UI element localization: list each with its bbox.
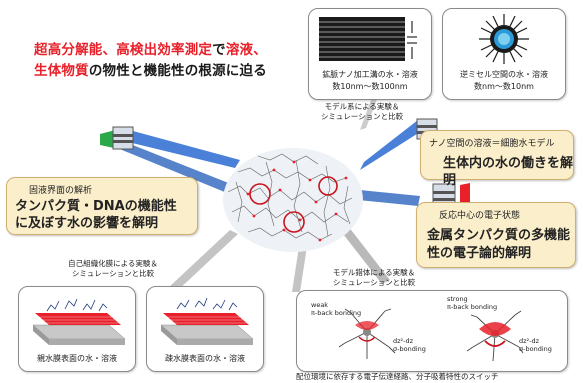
beam-bottom-left xyxy=(168,230,238,292)
panel-hydrophobic-surface: 疎水膜表面の水・溶液 xyxy=(146,286,264,372)
panel-micelle-caption-1: 逆ミセル空間の水・溶液 xyxy=(460,70,548,79)
detector-left-icon xyxy=(112,126,134,150)
strong-bonding-label-line2: π-back bonding xyxy=(447,303,498,311)
panel-hydrophobic-caption: 疎水膜表面の水・溶液 xyxy=(165,354,245,363)
title-emphasis-solution: 溶液、 xyxy=(225,42,267,58)
bubble-interface-subtitle: 固液界面の解析 xyxy=(29,186,93,196)
protein-water-cluster xyxy=(223,148,363,252)
title-emphasis-biomaterial: 生体物質 xyxy=(34,63,89,79)
beam-bottom-center xyxy=(292,240,308,292)
bubble-nano-solution: ナノ空間の溶液＝細胞水モデル 生体内の水の働きを解明 xyxy=(420,130,574,188)
beam-left-bottom xyxy=(120,140,236,195)
reverse-micelle-icon xyxy=(479,14,529,64)
label-model-complex-line1: モデル錯体による実験＆ xyxy=(332,268,416,277)
panel-nano-caption-1: 鉱脈ナノ加工溝の水・溶液 xyxy=(322,70,418,79)
bubble-electron-main-line2: 性の電子論的解明 xyxy=(427,246,532,261)
panel-nano-groove: 鉱脈ナノ加工溝の水・溶液 数10nm〜数100nm xyxy=(308,8,432,100)
strong-bonding-label: strong π-back bonding xyxy=(447,295,497,311)
weak-bonding-label-line2: π-back bonding xyxy=(311,309,362,317)
complex-weak-icon xyxy=(338,308,396,359)
panel-metal-complex: weak π-back bonding strong π-back bondin… xyxy=(296,290,568,372)
title-rest: の物性と機能性の根源に迫る xyxy=(88,63,267,79)
label-self-organized-line2: シミュレーションと比較 xyxy=(71,269,155,278)
bubble-electron-main-line1: 金属タンパク質の多機能 xyxy=(427,228,571,243)
label-model-simulation-line2: シミュレーションと比較 xyxy=(320,112,404,121)
weak-bonding-label: weak π-back bonding xyxy=(311,301,361,317)
hydrophobic-surface-icon xyxy=(160,297,254,345)
panel-reverse-micelle: 逆ミセル空間の水・溶液 数nm〜数10nm xyxy=(442,8,566,100)
title-particle: で xyxy=(212,42,226,58)
weak-bonding-label-line1: weak xyxy=(311,301,329,309)
panel-nano-caption-2: 数10nm〜数100nm xyxy=(332,82,408,91)
complex-strong-icon xyxy=(466,310,524,362)
title-emphasis-measurement: 超高分解能、高検出効率測定 xyxy=(34,42,213,58)
panel-micelle-caption-2: 数nm〜数10nm xyxy=(474,82,534,91)
beam-right-green xyxy=(460,183,470,207)
nano-groove-icon xyxy=(319,17,419,61)
page-title: 超高分解能、高検出効率測定で溶液、 生体物質の物性と機能性の根源に迫る xyxy=(34,40,304,82)
bubble-electron-subtitle: 反応中心の電子状態 xyxy=(439,211,521,221)
sigma-bonding-label-right: dz²-dz σ-bonding xyxy=(519,337,552,353)
panel-hydrophilic-surface: 親水膜表面の水・溶液 xyxy=(18,286,136,372)
sigma-bonding-left-line1: dz²-dz xyxy=(393,337,414,345)
beam-left-top xyxy=(120,128,240,168)
bubble-interface-main-line1: タンパク質・DNAの機能性 xyxy=(15,199,177,214)
hydrophilic-surface-icon xyxy=(32,298,126,345)
sigma-bonding-right-line1: dz²-dz xyxy=(519,337,540,345)
label-model-complex: モデル錯体による実験＆ シミュレーションと比較 xyxy=(314,268,434,288)
label-model-simulation-line1: モデル系による実験＆ xyxy=(324,102,400,111)
strong-bonding-label-line1: strong xyxy=(447,295,468,303)
bubble-nano-solution-subtitle: ナノ空間の溶液＝細胞水モデル xyxy=(429,139,555,149)
panel-metal-complex-caption: 配位環境に依存する電子伝達経路、分子吸着特性のスイッチ xyxy=(296,372,499,381)
bubble-nano-solution-main: 生体内の水の働きを解明 xyxy=(443,156,574,188)
label-self-organized-line1: 自己組織化膜による実験＆ xyxy=(68,259,158,268)
panel-hydrophilic-caption: 親水膜表面の水・溶液 xyxy=(37,354,117,363)
sigma-bonding-right-line2: σ-bonding xyxy=(519,345,552,353)
bubble-interface: 固液界面の解析 タンパク質・DNAの機能性 に及ぼす水の影響を解明 xyxy=(6,177,198,235)
beam-right-top xyxy=(360,120,420,170)
label-model-complex-line2: シミュレーションと比較 xyxy=(332,278,416,287)
beam-right-mid xyxy=(358,190,420,206)
bubble-electron-state: 反応中心の電子状態 金属タンパク質の多機能 性の電子論的解明 xyxy=(416,202,576,268)
sigma-bonding-label-left: dz²-dz σ-bonding xyxy=(393,337,426,353)
sigma-bonding-left-line2: σ-bonding xyxy=(393,345,426,353)
beam-bottom-right xyxy=(340,226,390,284)
bubble-interface-main-line2: に及ぼす水の影響を解明 xyxy=(15,216,159,231)
label-model-simulation: モデル系による実験＆ シミュレーションと比較 xyxy=(302,102,422,122)
label-self-organized: 自己組織化膜による実験＆ シミュレーションと比較 xyxy=(48,259,178,279)
